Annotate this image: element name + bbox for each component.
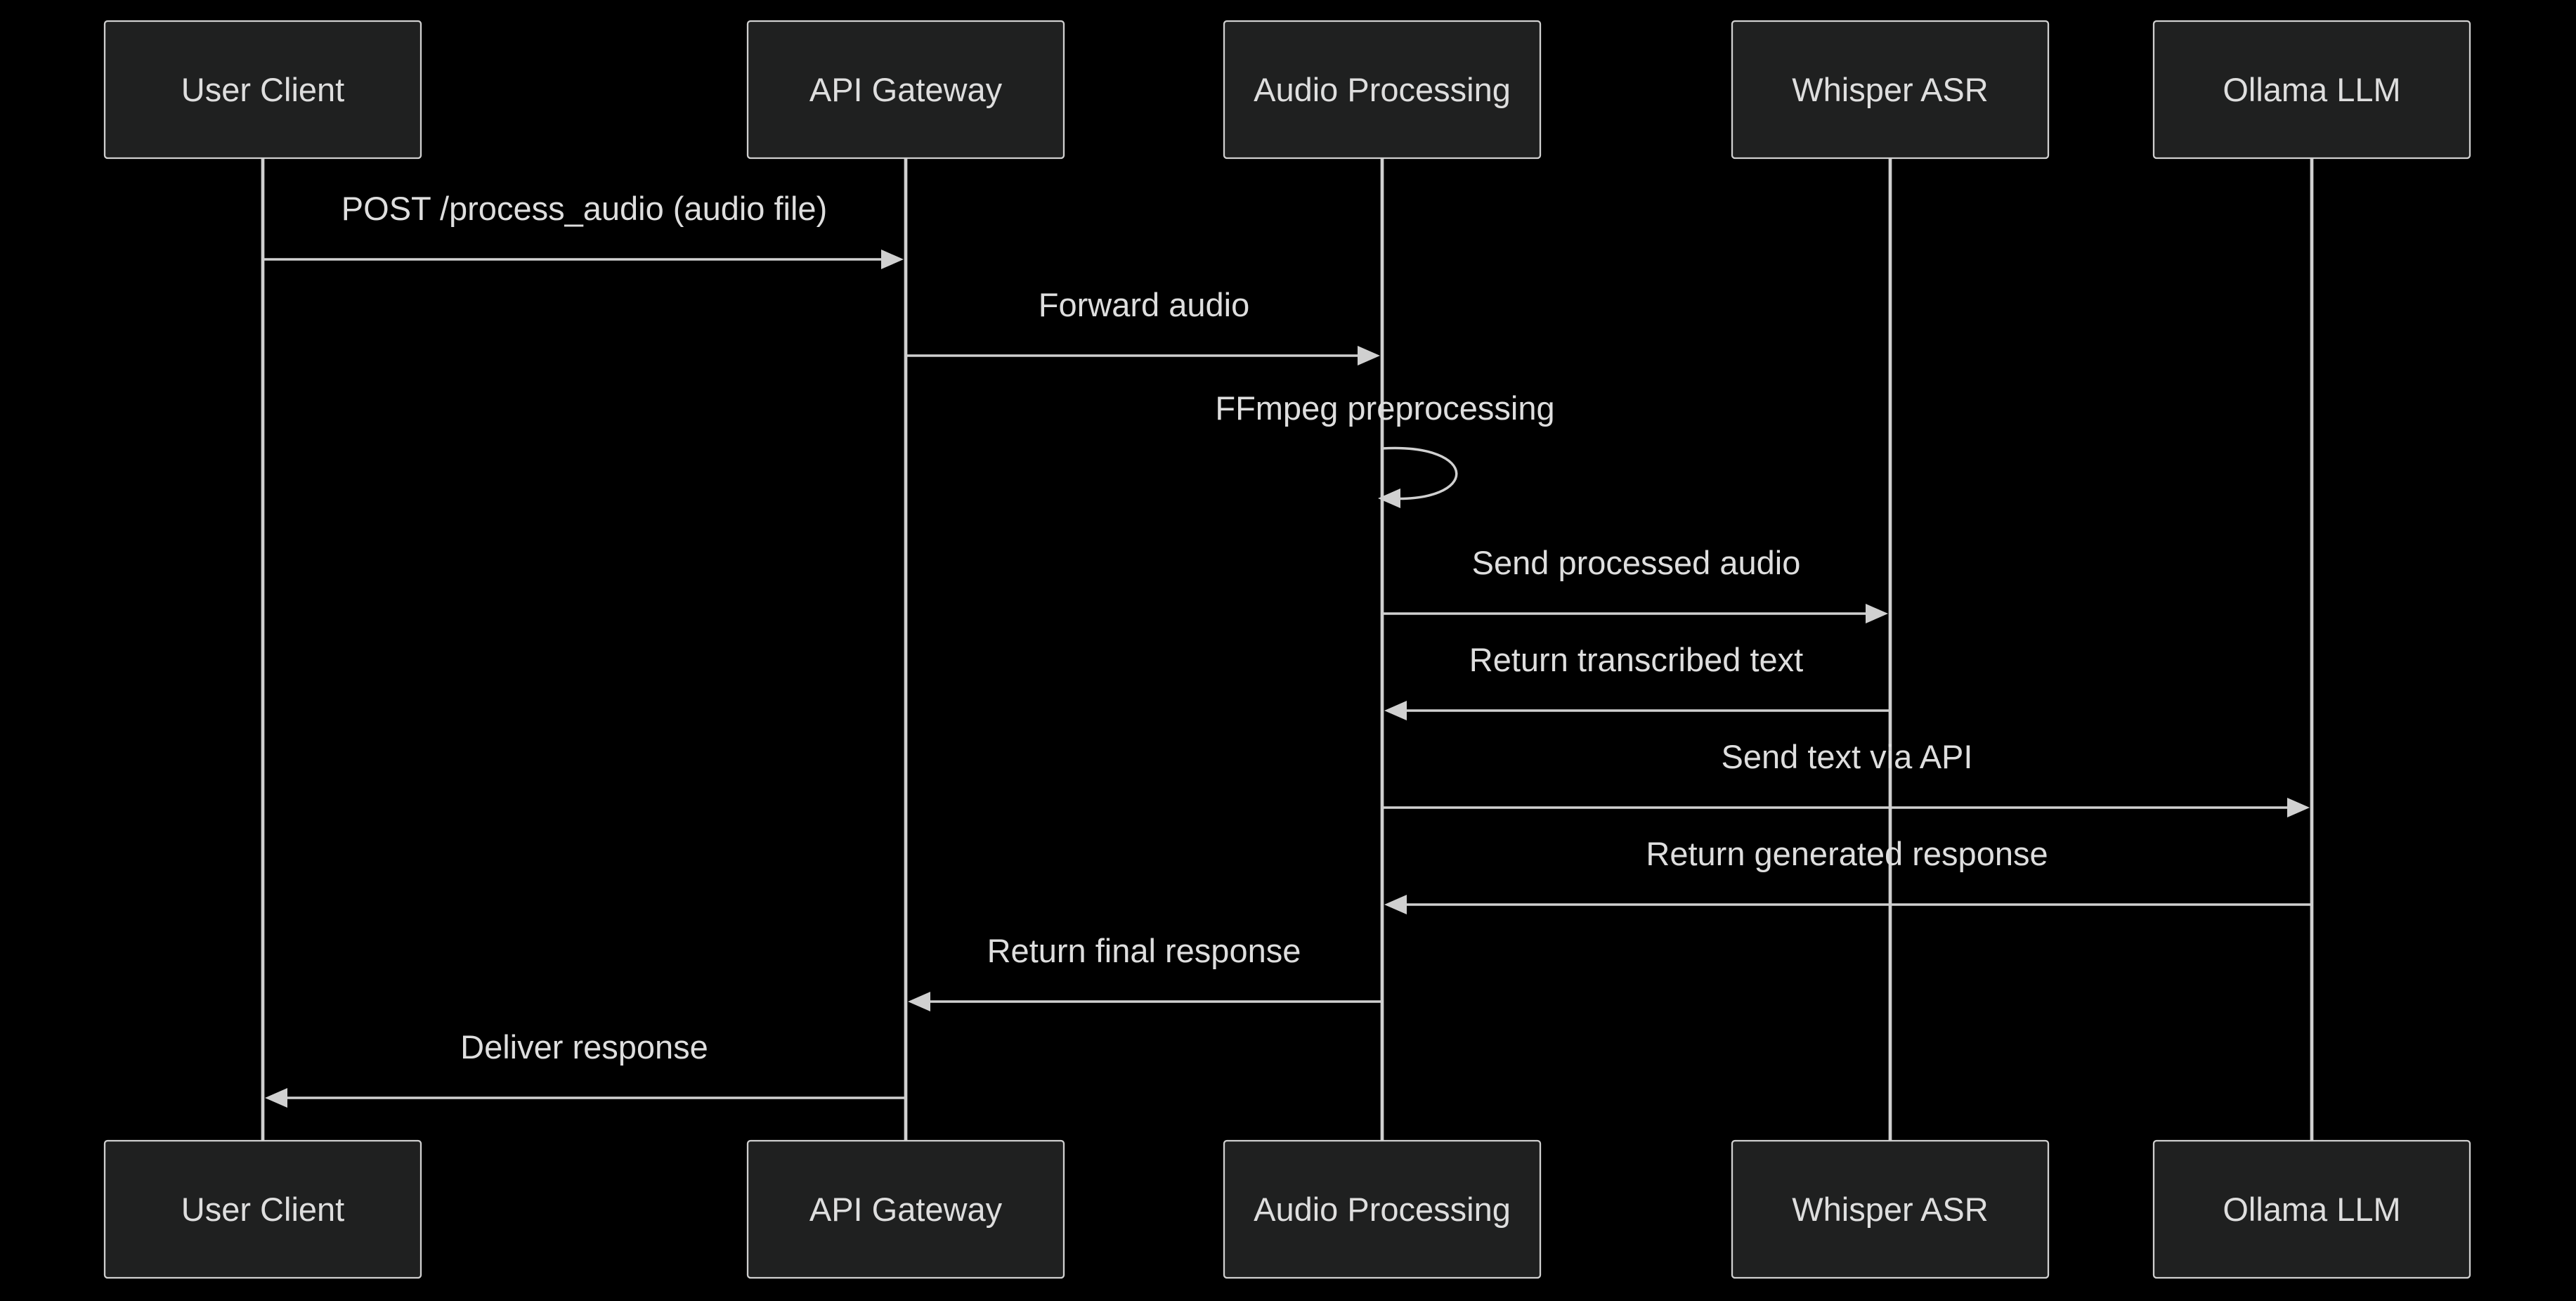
participant-box [2152, 20, 2471, 160]
participant-audio-bottom: Audio Processing [1223, 1139, 1542, 1279]
message-6: Send text via API [1382, 738, 2310, 817]
participant-label: User Client [181, 71, 344, 108]
participant-whisper-top: Whisper ASR [1731, 20, 2050, 160]
participant-label: API Gateway [809, 71, 1003, 108]
message-label: FFmpeg preprocessing [1215, 389, 1554, 427]
message-label: Return generated response [1646, 835, 2048, 872]
messages: POST /process_audio (audio file) Forward … [263, 190, 2312, 1108]
participant-label: Whisper ASR [1792, 71, 1988, 108]
participant-box [746, 1139, 1065, 1279]
message-label: POST /process_audio (audio file) [341, 190, 827, 227]
message-label: Return transcribed text [1469, 641, 1803, 678]
message-8: Return final response [908, 932, 1382, 1011]
participant-label: Ollama LLM [2223, 71, 2400, 108]
participant-box [746, 20, 1065, 160]
participant-ollama-bottom: Ollama LLM [2152, 1139, 2471, 1279]
participant-label: API Gateway [809, 1191, 1003, 1228]
participant-label: Ollama LLM [2223, 1191, 2400, 1228]
participant-whisper-bottom: Whisper ASR [1731, 1139, 2050, 1279]
message-label: Deliver response [460, 1028, 708, 1066]
message-1: POST /process_audio (audio file) [263, 190, 904, 269]
participant-box [103, 20, 422, 160]
participant-gateway-top: API Gateway [746, 20, 1065, 160]
arrowhead [908, 992, 930, 1011]
participant-gateway-bottom: API Gateway [746, 1139, 1065, 1279]
arrowhead [1378, 488, 1400, 508]
participant-box [1731, 1139, 2050, 1279]
arrowhead [265, 1088, 287, 1108]
arrowhead [1384, 895, 1407, 914]
self-loop-arrow-line [1381, 446, 1458, 500]
participant-user-bottom: User Client [103, 1139, 422, 1279]
participant-label: Audio Processing [1254, 71, 1511, 108]
message-7: Return generated response [1384, 835, 2312, 914]
participant-ollama-top: Ollama LLM [2152, 20, 2471, 160]
message-label: Send processed audio [1472, 544, 1801, 581]
message-2: Forward audio [906, 286, 1380, 365]
message-4: Send processed audio [1382, 544, 1888, 623]
arrowhead [2287, 798, 2310, 817]
participant-box [2152, 1139, 2471, 1279]
arrowhead [1866, 604, 1888, 623]
message-9: Deliver response [265, 1028, 906, 1108]
participant-box [1223, 20, 1542, 160]
participant-box [1223, 1139, 1542, 1279]
message-3: FFmpeg preprocessing [1215, 389, 1555, 508]
participant-box [1731, 20, 2050, 160]
lifelines [261, 158, 2314, 1141]
message-5: Return transcribed text [1384, 641, 1890, 720]
participant-audio-top: Audio Processing [1223, 20, 1542, 160]
participant-label: User Client [181, 1191, 344, 1228]
message-label: Return final response [987, 932, 1301, 969]
participant-label: Audio Processing [1254, 1191, 1511, 1228]
message-label: Forward audio [1039, 286, 1249, 323]
participant-user-top: User Client [103, 20, 422, 160]
participant-box [103, 1139, 422, 1279]
arrowhead [881, 250, 904, 269]
participant-label: Whisper ASR [1792, 1191, 1988, 1228]
arrowhead [1384, 701, 1407, 720]
message-label: Send text via API [1722, 738, 1973, 775]
arrowhead [1358, 346, 1380, 365]
